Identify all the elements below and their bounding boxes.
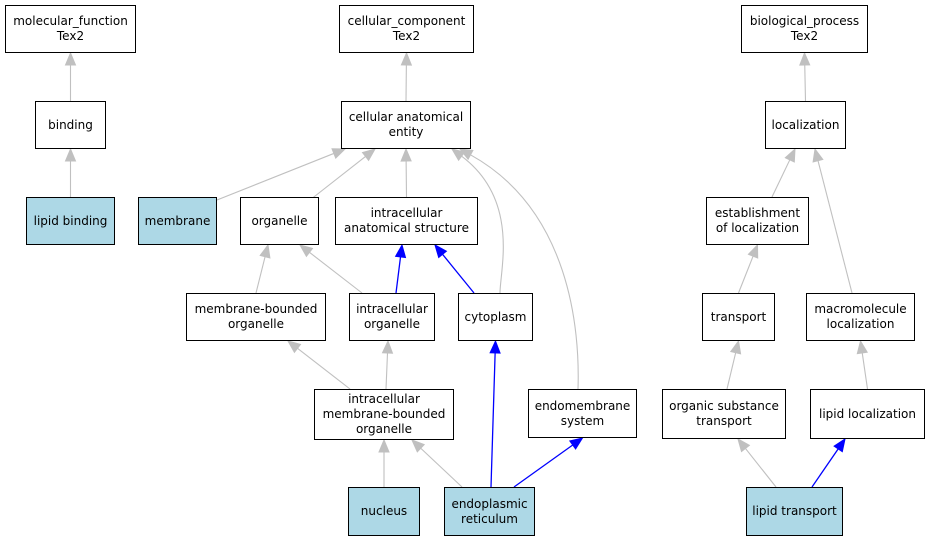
- edge-endoplasmic-reticulum-to-intracellular-membrane-bounded-organelle: [420, 447, 463, 488]
- arrowhead-organic-substance-transport-to-transport: [729, 339, 742, 355]
- arrowhead-endoplasmic-reticulum-to-intracellular-membrane-bounded-organelle: [411, 439, 426, 453]
- edge-lipid-transport-to-lipid-localization: [811, 448, 839, 488]
- edge-localization-to-biological-process: [804, 64, 807, 102]
- node-intracellular-anatomical-structure[interactable]: intracellular anatomical structure: [335, 197, 478, 245]
- edge-intracellular-membrane-bounded-organelle-to-intracellular-organelle: [385, 352, 389, 390]
- arrowhead-lipid-localization-to-macromolecule-localization: [856, 339, 869, 355]
- edge-intracellular-membrane-bounded-organelle-to-membrane-bounded-organelle: [297, 347, 351, 390]
- arrowhead-localization-to-biological-process: [799, 51, 811, 66]
- node-intracellular-organelle[interactable]: intracellular organelle: [349, 293, 435, 341]
- arrowhead-intracellular-anatomical-structure-to-cellular-anatomical-entity: [400, 147, 412, 162]
- edge-endoplasmic-reticulum-to-cytoplasm: [490, 352, 496, 488]
- node-lipid-localization[interactable]: lipid localization: [810, 389, 925, 439]
- arrowhead-transport-to-establishment-of-localization: [747, 243, 759, 259]
- node-biological-process[interactable]: biological_process Tex2: [741, 5, 868, 53]
- node-cytoplasm[interactable]: cytoplasm: [458, 293, 533, 341]
- edge-macromolecule-localization-to-localization: [817, 160, 853, 294]
- node-binding[interactable]: binding: [35, 101, 106, 149]
- edge-membrane-bounded-organelle-to-organelle: [255, 256, 266, 294]
- arrowhead-intracellular-organelle-to-organelle: [298, 244, 314, 258]
- arrowhead-cytoplasm-to-intracellular-anatomical-structure: [434, 243, 448, 259]
- node-organic-substance-transport[interactable]: organic substance transport: [662, 389, 786, 439]
- edge-cytoplasm-to-intracellular-anatomical-structure: [442, 253, 475, 294]
- edge-membrane-to-cellular-anatomical-entity: [216, 152, 335, 201]
- edge-organelle-to-cellular-anatomical-entity: [309, 155, 366, 201]
- edge-cytoplasm-to-cellular-anatomical-entity: [461, 155, 504, 294]
- arrowhead-lipid-transport-to-organic-substance-transport: [737, 437, 751, 453]
- node-lipid-binding[interactable]: lipid binding: [26, 197, 115, 245]
- node-transport[interactable]: transport: [702, 293, 775, 341]
- node-establishment-of-localization[interactable]: establishment of localization: [706, 197, 809, 245]
- node-membrane[interactable]: membrane: [138, 197, 217, 245]
- edge-endoplasmic-reticulum-to-endomembrane-system: [513, 444, 574, 488]
- node-lipid-transport[interactable]: lipid transport: [746, 487, 843, 536]
- node-nucleus[interactable]: nucleus: [348, 487, 420, 536]
- node-endoplasmic-reticulum[interactable]: endoplasmic reticulum: [444, 487, 535, 536]
- node-endomembrane-system[interactable]: endomembrane system: [528, 389, 637, 438]
- arrowhead-lipid-binding-to-binding: [64, 147, 77, 162]
- edge-endomembrane-system-to-cellular-anatomical-entity: [470, 154, 579, 390]
- node-cellular-component[interactable]: cellular_component Tex2: [339, 5, 474, 53]
- arrowhead-intracellular-membrane-bounded-organelle-to-membrane-bounded-organelle: [286, 340, 302, 354]
- edge-intracellular-organelle-to-intracellular-anatomical-structure: [395, 256, 402, 294]
- node-organelle[interactable]: organelle: [240, 197, 319, 245]
- arrowhead-binding-to-molecular-function: [64, 51, 77, 66]
- edge-lipid-localization-to-macromolecule-localization: [861, 352, 869, 390]
- arrowhead-organelle-to-cellular-anatomical-entity: [361, 148, 377, 162]
- arrowhead-endoplasmic-reticulum-to-endomembrane-system: [568, 437, 584, 450]
- arrowhead-membrane-to-cellular-anatomical-entity: [331, 148, 347, 159]
- node-intracellular-membrane-bounded-organelle[interactable]: intracellular membrane-bounded organelle: [314, 389, 454, 440]
- edge-lipid-transport-to-organic-substance-transport: [745, 448, 777, 488]
- node-molecular-function[interactable]: molecular_function Tex2: [5, 5, 136, 53]
- arrowhead-establishment-of-localization-to-localization: [784, 147, 796, 163]
- arrowhead-endoplasmic-reticulum-to-cytoplasm: [489, 339, 501, 354]
- edge-transport-to-establishment-of-localization: [737, 255, 754, 294]
- node-localization[interactable]: localization: [765, 101, 846, 149]
- arrowhead-endomembrane-system-to-cellular-anatomical-entity: [458, 148, 474, 161]
- edge-intracellular-organelle-to-organelle: [309, 251, 363, 294]
- arrowhead-cytoplasm-to-cellular-anatomical-entity: [450, 148, 466, 162]
- arrowhead-nucleus-to-intracellular-membrane-bounded-organelle: [378, 438, 390, 453]
- arrowhead-membrane-bounded-organelle-to-organelle: [259, 243, 271, 259]
- node-membrane-bounded-organelle[interactable]: membrane-bounded organelle: [186, 293, 326, 341]
- edge-establishment-of-localization-to-localization: [771, 159, 791, 198]
- arrowhead-macromolecule-localization-to-localization: [812, 147, 824, 163]
- node-cellular-anatomical-entity[interactable]: cellular anatomical entity: [341, 101, 471, 149]
- arrowhead-cellular-anatomical-entity-to-cellular-component: [400, 51, 413, 66]
- arrowhead-lipid-transport-to-lipid-localization: [833, 437, 846, 453]
- edge-organic-substance-transport-to-transport: [726, 352, 737, 390]
- node-macromolecule-localization[interactable]: macromolecule localization: [806, 293, 915, 341]
- arrowhead-intracellular-membrane-bounded-organelle-to-intracellular-organelle: [381, 339, 394, 354]
- arrowhead-intracellular-organelle-to-intracellular-anatomical-structure: [394, 243, 407, 259]
